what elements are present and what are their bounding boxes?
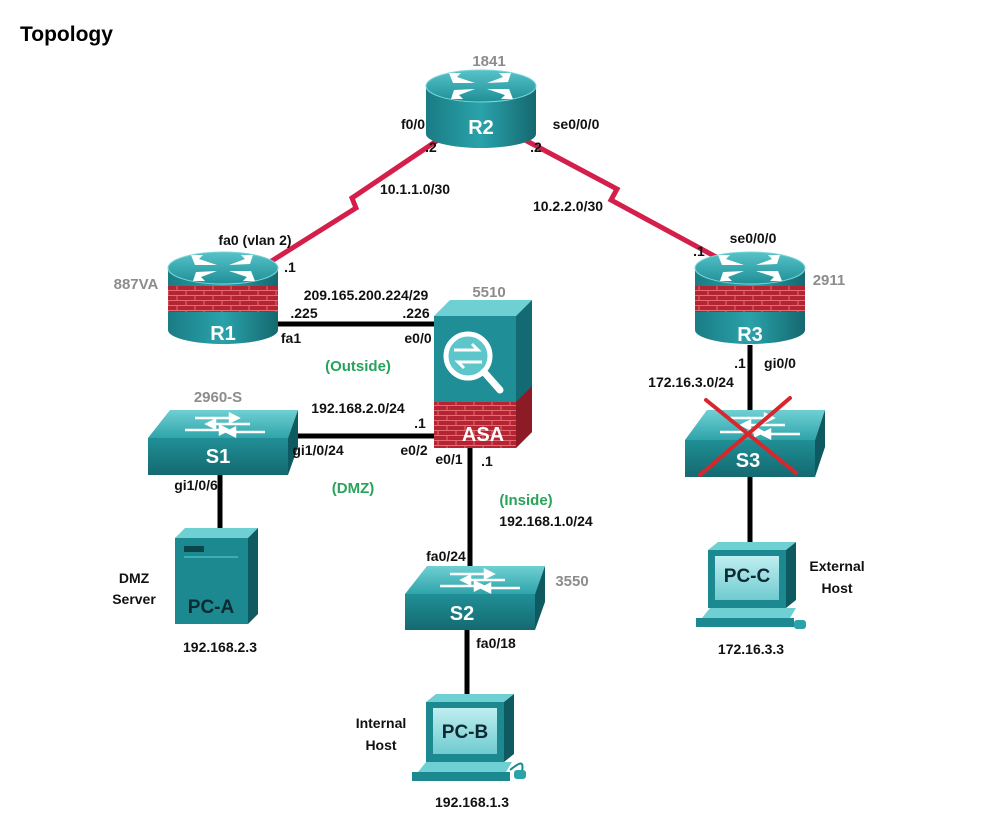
host-r1-outside: .225 [290,305,317,321]
port-s2-fa0-18: fa0/18 [476,635,516,651]
device-name-asa: ASA [462,424,504,446]
port-r2-se0-0-0: se0/0/0 [553,116,600,132]
network-r1-r2: 10.1.1.0/30 [380,181,450,197]
model-s2: 3550 [555,573,588,590]
zone-inside: (Inside) [499,492,552,509]
port-r1-fa0: fa0 (vlan 2) [218,232,291,248]
host-asa-inside: .1 [481,453,493,469]
device-name-s3: S3 [736,450,760,472]
pc-icon [696,542,806,629]
device-name-pc-c: PC-C [724,566,771,587]
role-pc-c-line2: Host [821,580,852,596]
host-r3-top: .1 [693,243,705,259]
role-pc-a-line1: DMZ [119,570,150,586]
model-s1: 2960-S [194,389,242,406]
network-r2-r3: 10.2.2.0/30 [533,198,603,214]
switch-s3[interactable]: S3 [685,396,825,477]
device-name-r3: R3 [737,324,763,346]
role-pc-b-line2: Host [365,737,396,753]
router-r1[interactable]: R1 [167,251,279,345]
failure-x-icon [698,396,798,477]
ip-pc-c: 172.16.3.3 [718,641,784,657]
firewall-asa[interactable]: ASA [434,300,532,448]
network-r1-asa: 209.165.200.224/29 [304,287,429,303]
model-r1: 887VA [114,276,159,293]
serial-link-r2-r3 [523,137,720,261]
host-r1-top: .1 [284,259,296,275]
port-r3-se0-0-0: se0/0/0 [730,230,777,246]
role-pc-c-line1: External [809,558,864,574]
serial-link-r1-r2 [268,137,440,265]
host-r2-left: .2 [425,139,437,155]
port-r3-gi0-0: gi0/0 [764,355,796,371]
port-asa-e0-2: e0/2 [400,442,427,458]
port-s2-fa0-24: fa0/24 [426,548,466,564]
server-pc-a[interactable]: PC-A [175,528,258,624]
port-s1-gi1-0-24: gi1/0/24 [292,442,344,458]
model-asa: 5510 [472,284,505,301]
asa-firewall-icon [434,300,532,448]
zone-dmz: (DMZ) [332,480,374,497]
host-asa-dmz: .1 [414,415,426,431]
router-icon [425,69,537,148]
firewall-router-icon [694,251,806,344]
device-name-pc-b: PC-B [442,722,488,743]
device-name-r1: R1 [210,323,236,345]
device-name-r2: R2 [468,117,494,139]
switch-s2[interactable]: S2 [405,566,545,630]
device-name-s2: S2 [450,603,474,625]
host-r2-right: .2 [530,139,542,155]
switch-icon [148,410,298,475]
switch-s1[interactable]: S1 [148,410,298,475]
host-asa-outside: .226 [402,305,429,321]
model-r3: 2911 [813,272,846,289]
server-icon [175,528,258,624]
port-labels: f0/0 .2 10.1.1.0/30 fa0 (vlan 2) .1 se0/… [174,116,796,651]
model-r2: 1841 [472,53,505,70]
firewall-router-icon [167,251,279,344]
network-asa-s2: 192.168.1.0/24 [499,513,593,529]
port-asa-e0-1: e0/1 [435,451,462,467]
zone-outside: (Outside) [325,358,391,375]
device-name-pc-a: PC-A [188,597,235,618]
port-asa-e0-0: e0/0 [404,330,431,346]
ip-pc-b: 192.168.1.3 [435,794,509,810]
router-r3[interactable]: R3 [694,251,806,346]
switch-icon [405,566,545,630]
ip-pc-a: 192.168.2.3 [183,639,257,655]
pc-pc-b[interactable]: PC-B [412,694,526,781]
port-r2-f0-0: f0/0 [401,116,425,132]
port-r1-fa1: fa1 [281,330,301,346]
host-r3-inside: .1 [734,355,746,371]
page-title: Topology [20,23,113,46]
network-asa-s1: 192.168.2.0/24 [311,400,405,416]
role-pc-b-line1: Internal [356,715,407,731]
device-name-s1: S1 [206,446,230,468]
role-pc-a-line2: Server [112,591,156,607]
links [217,137,753,700]
pc-pc-c[interactable]: PC-C [696,542,806,629]
router-r2[interactable]: R2 [425,69,537,148]
network-r3-s3: 172.16.3.0/24 [648,374,734,390]
port-s1-gi1-0-6: gi1/0/6 [174,477,218,493]
pc-icon [412,694,526,781]
